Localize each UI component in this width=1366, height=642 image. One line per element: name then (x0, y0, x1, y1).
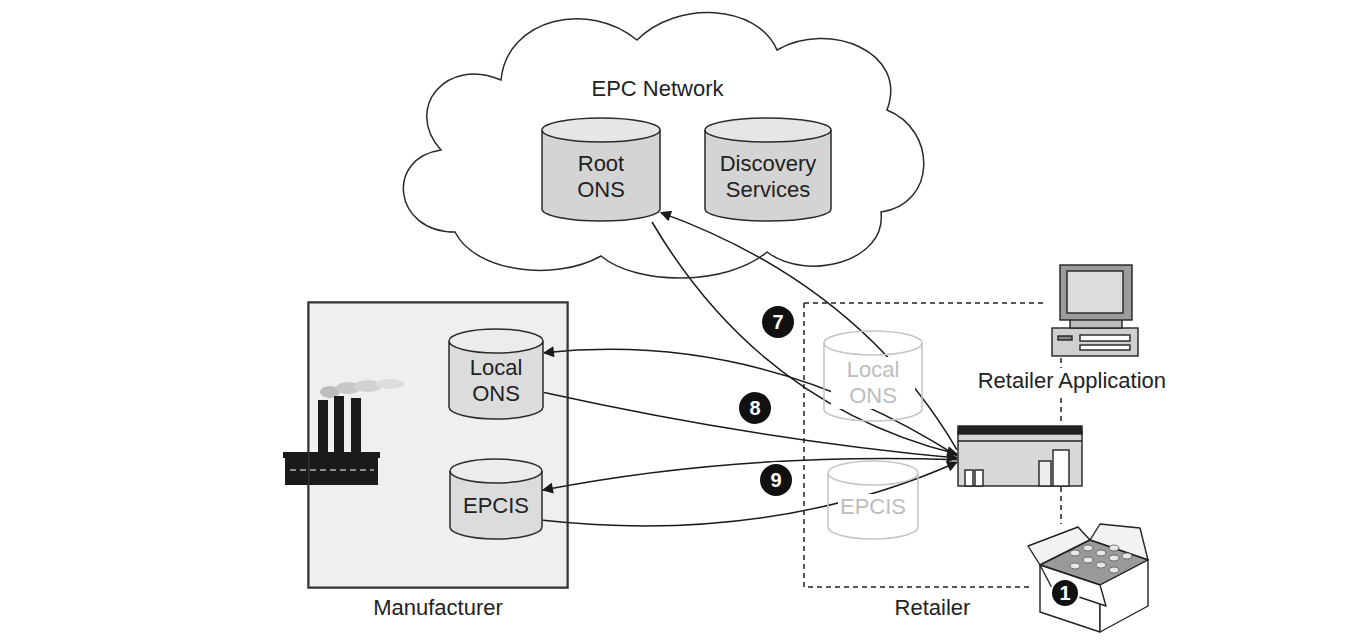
callout-number: 8 (737, 390, 773, 426)
carton-icon (1028, 524, 1148, 632)
node-label: Retailer Application (976, 368, 1168, 393)
flow-arrow (543, 462, 957, 526)
retailer-box: RetailerLocal ONSEPCISRetailer Applicati… (803, 302, 1062, 588)
network-cloud: EPC NetworkRoot ONS Discovery Services (385, 0, 930, 278)
node-label: EPCIS (463, 493, 529, 519)
node-label: Discovery Services (712, 151, 824, 203)
title-holder: Retailer (803, 595, 1062, 621)
title-holder: EPC Network (385, 76, 930, 102)
node-label: EPC Network (591, 76, 723, 101)
database-cylinder: EPCIS (827, 460, 919, 540)
callout-number-text: 1 (1059, 582, 1070, 604)
database-cylinder: Root ONS (541, 117, 661, 222)
callout-number: 1 (1050, 578, 1080, 608)
factory-icon (283, 379, 404, 485)
application-terminal: Retailer Application (952, 262, 1170, 394)
callout-number-text: 9 (770, 469, 781, 491)
flow-arrow (652, 222, 957, 454)
manufacturer-box: ManufacturerLocal ONSEPCIS (308, 302, 568, 588)
flow-arrow (661, 213, 957, 450)
flow-arrow (544, 349, 957, 456)
database-cylinder: Local ONS (823, 330, 923, 422)
warehouse-building-shape (957, 425, 1083, 487)
manufacturer-panel (308, 302, 568, 588)
database-cylinder: Discovery Services (704, 117, 832, 222)
flow-arrow (543, 458, 957, 490)
node-label: Local ONS (456, 355, 536, 407)
warehouse-building (957, 425, 1083, 487)
callout-number-text: 7 (772, 311, 783, 333)
title-holder: Manufacturer (308, 595, 568, 621)
database-cylinder: Local ONS (448, 328, 544, 420)
callout-number: 9 (758, 462, 794, 498)
database-cylinder: EPCIS (449, 458, 543, 540)
node-label: Retailer (895, 595, 971, 620)
node-label: Local ONS (831, 357, 915, 409)
node-label: Root ONS (560, 151, 642, 203)
callout-number-text: 8 (749, 397, 760, 419)
callout-number: 7 (760, 304, 796, 340)
node-label: Manufacturer (373, 595, 503, 620)
node-label: EPCIS (838, 494, 908, 520)
title-holder: Retailer Application (976, 368, 1168, 394)
